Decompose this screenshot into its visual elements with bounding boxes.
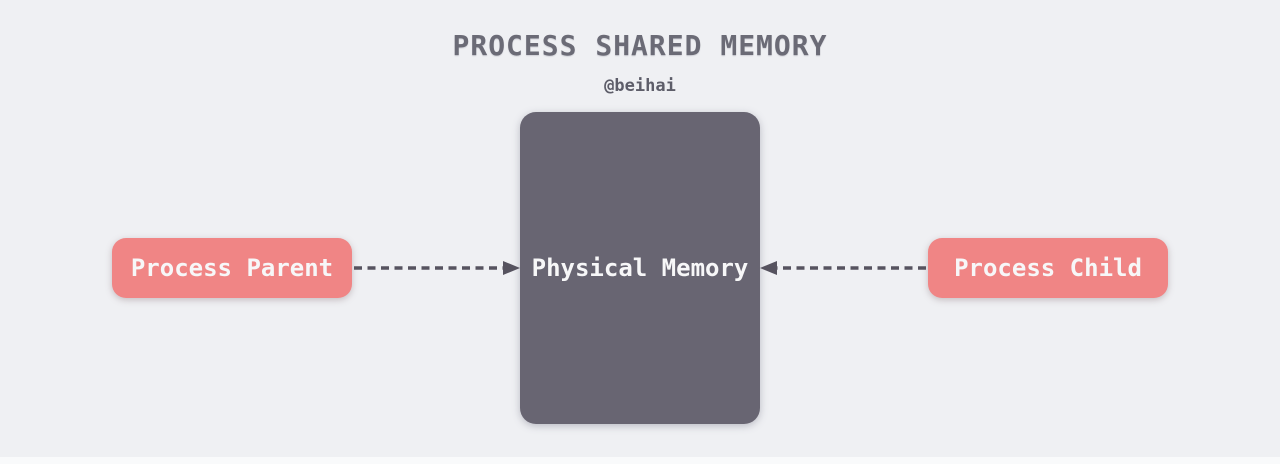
arrow-parent-to-memory (354, 261, 520, 275)
node-process-child: Process Child (928, 238, 1168, 298)
node-process-parent: Process Parent (112, 238, 352, 298)
node-physical-memory-label: Physical Memory (531, 254, 749, 282)
node-process-child-label: Process Child (954, 254, 1142, 282)
node-physical-memory: Physical Memory (520, 112, 760, 424)
arrow-child-to-memory (760, 261, 926, 275)
bottom-edge-strip (0, 457, 1280, 464)
diagram-title: PROCESS SHARED MEMORY (452, 29, 828, 62)
node-process-parent-label: Process Parent (130, 254, 334, 282)
diagram-author: @beihai (604, 76, 676, 96)
